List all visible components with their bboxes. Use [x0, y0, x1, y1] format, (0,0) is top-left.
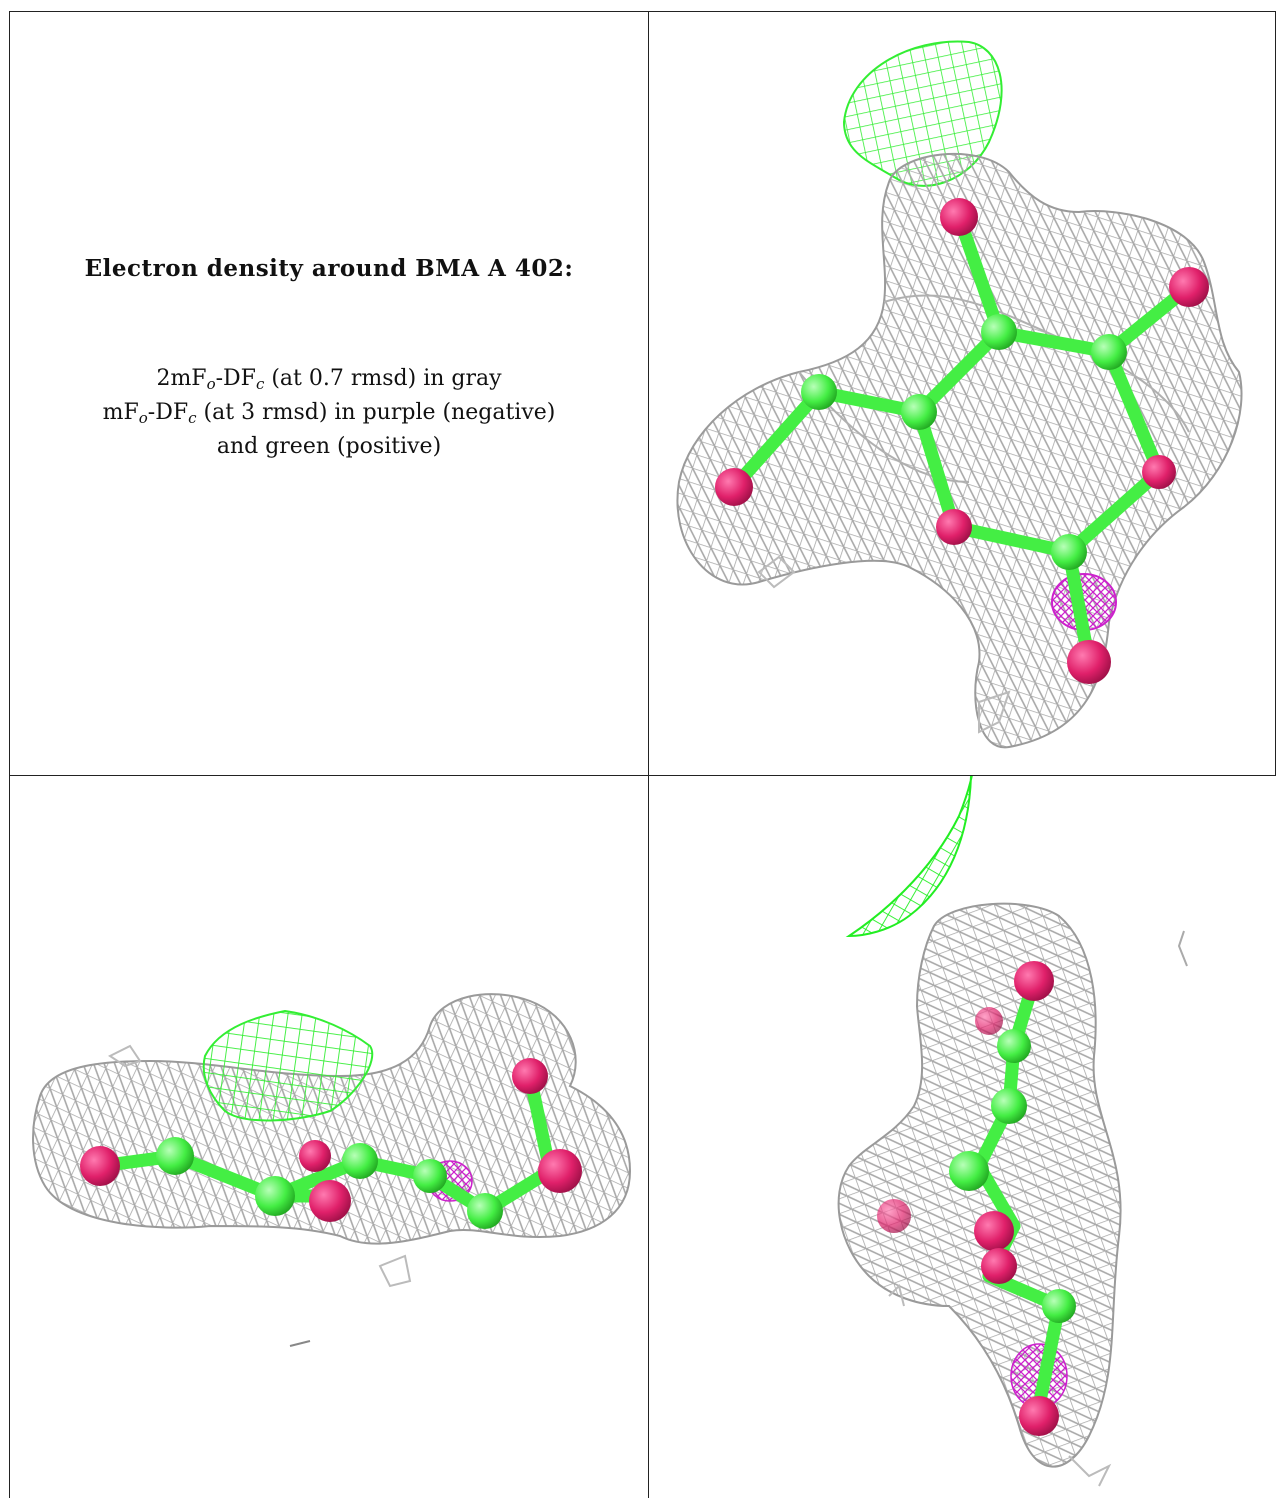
positive-density-mesh: [202, 1009, 374, 1122]
table-middle-border: [9, 775, 1275, 776]
caption-line-2-a: mF: [102, 400, 139, 425]
caption-line-1-sub-c: c: [255, 375, 265, 393]
caption-line-1-c: (at 0.7 rmsd) in gray: [264, 366, 502, 391]
caption-line-2: mFo-DFc (at 3 rmsd) in purple (negative): [10, 396, 648, 430]
caption-body: 2mFo-DFc (at 0.7 rmsd) in gray mFo-DFc (…: [10, 362, 648, 464]
caption-title: Electron density around BMA A 402:: [84, 255, 574, 282]
positive-density-mesh: [845, 776, 973, 938]
view-bottom-left: [10, 776, 648, 1498]
view-bottom-right: [649, 776, 1275, 1498]
caption-cell: Electron density around BMA A 402: 2mFo-…: [10, 12, 648, 775]
table-top-border: [9, 11, 1275, 12]
caption-line-3: and green (positive): [216, 434, 442, 459]
caption-line-1-a: 2mF: [156, 366, 207, 391]
table-left-border: [9, 11, 10, 1498]
caption-line-2-sub-c: c: [188, 409, 197, 427]
caption-line-1-sub-o: o: [206, 375, 216, 393]
caption-line-2-b: -DF: [147, 400, 189, 425]
positive-density-mesh: [842, 40, 1003, 187]
oxygen-atoms: [715, 198, 1209, 684]
caption-line-2-sub-o: o: [138, 409, 148, 427]
table-center-divider: [648, 11, 649, 1498]
carbon-atoms: [801, 314, 1127, 570]
caption-line-1-b: -DF: [215, 366, 256, 391]
caption-line-1: 2mFo-DFc (at 0.7 rmsd) in gray: [10, 362, 648, 396]
caption-line-2-c: (at 3 rmsd) in purple (negative): [196, 400, 556, 425]
view-top-right: [649, 12, 1275, 775]
